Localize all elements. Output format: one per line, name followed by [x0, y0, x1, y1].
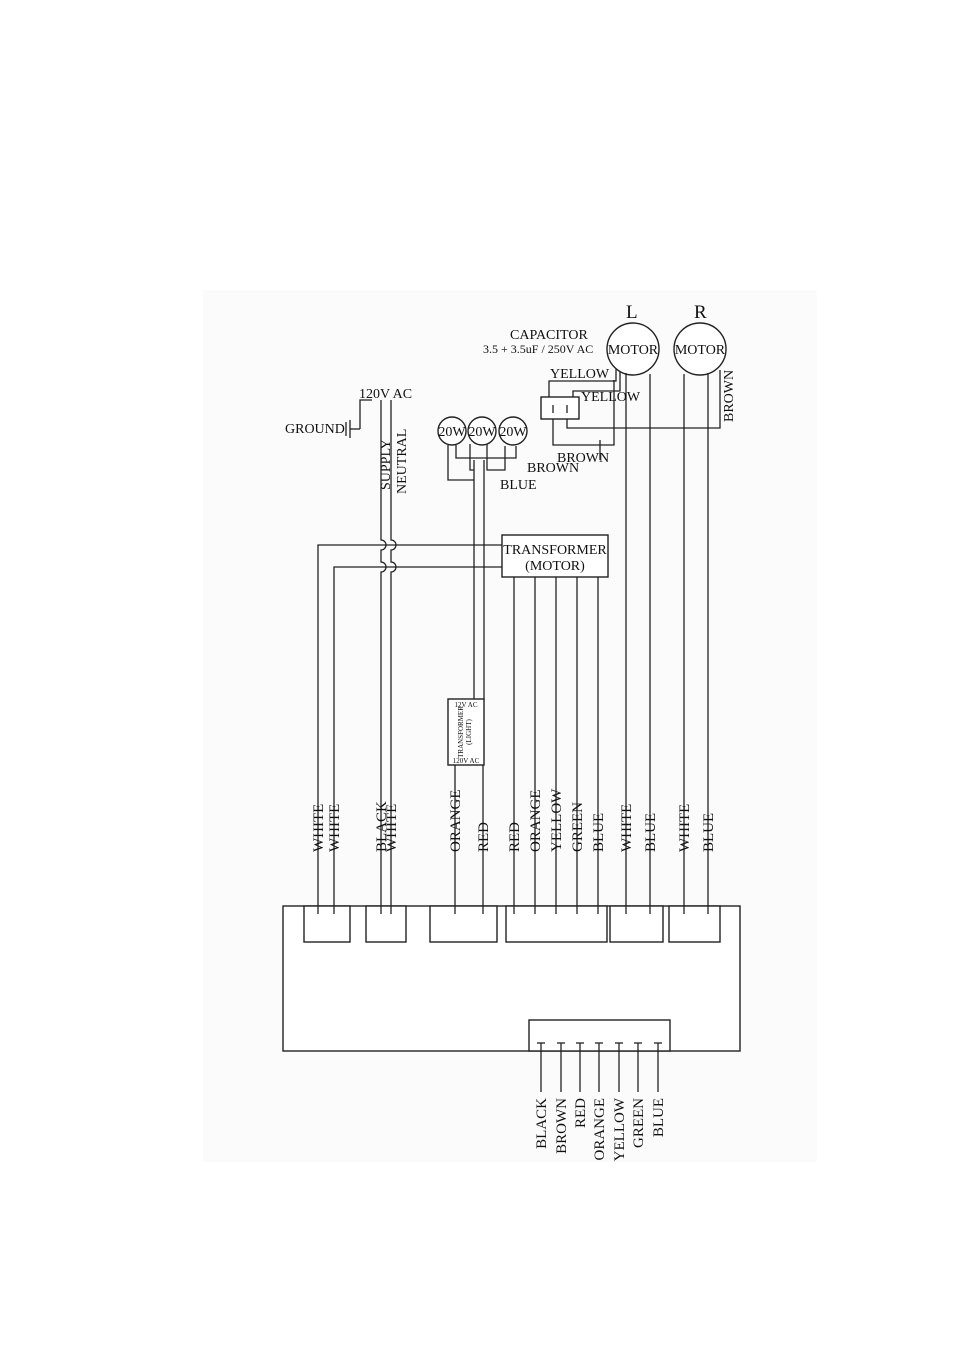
label-blue-lamp: BLUE [500, 478, 537, 493]
label-brown-2: BROWN [722, 370, 737, 422]
top-wire-label: GREEN [570, 802, 586, 852]
top-wire-label: RED [476, 822, 492, 852]
top-wire-label: BLUE [701, 813, 717, 852]
motor-wiring [548, 369, 721, 906]
lamp-3: 20W [498, 416, 528, 446]
lamp-2: 20W [467, 416, 497, 446]
lamp-wiring [447, 444, 517, 700]
capacitor-spec: 3.5 + 3.5uF / 250V AC [483, 342, 593, 356]
connector-3 [429, 905, 498, 943]
transformer-light-leads [454, 765, 484, 906]
capacitor-box [540, 396, 580, 420]
top-wire-label: WHITE [384, 804, 400, 852]
transformer-light-box [447, 698, 485, 766]
bottom-wire-label: BROWN [554, 1098, 570, 1154]
top-wire-label: WHITE [619, 804, 635, 852]
connector-1 [303, 905, 351, 943]
supply-wiring [380, 400, 397, 906]
label-yellow-1: YELLOW [550, 367, 610, 382]
motor-right: MOTOR [673, 322, 727, 376]
top-wire-label: BLUE [643, 813, 659, 852]
transformer-light-sub: (LIGHT) [465, 719, 473, 745]
transformer-light-top: 12V AC [454, 701, 477, 709]
label-brown-1: BROWN [557, 451, 609, 466]
capacitor-title: CAPACITOR [510, 328, 588, 343]
lamp-2-label: 20W [468, 425, 496, 440]
motor-r-label: R [694, 302, 707, 323]
supply-voltage-label: 120V AC [359, 387, 412, 402]
connector-6 [668, 905, 721, 943]
ground-label: GROUND [285, 422, 345, 437]
top-wire-label: WHITE [311, 804, 327, 852]
top-wire-label: WHITE [677, 804, 693, 852]
top-wire-label: ORANGE [528, 790, 544, 853]
neutral-label: NEUTRAL [395, 429, 410, 494]
transformer-motor-box [501, 534, 609, 578]
ground-symbol [345, 399, 372, 438]
label-yellow-2: YELLOW [581, 390, 641, 405]
bottom-wire-label: YELLOW [612, 1097, 628, 1161]
lamp-3-label: 20W [499, 425, 527, 440]
connector-2 [365, 905, 407, 943]
transformer-feed [317, 544, 599, 906]
bottom-wire-label: GREEN [631, 1098, 647, 1148]
top-wire-label: RED [507, 822, 523, 852]
supply-label: SUPPLY [379, 439, 394, 490]
motor-right-label: MOTOR [675, 343, 726, 358]
top-wire-label: BLACK [374, 801, 390, 852]
top-wire-label: BLUE [591, 813, 607, 852]
lamp-1-label: 20W [438, 425, 466, 440]
transformer-motor-sublabel: (MOTOR) [525, 559, 585, 574]
motor-left: MOTOR [606, 322, 660, 376]
top-wire-label: YELLOW [549, 788, 565, 852]
transformer-light-bottom: 120V AC [453, 757, 480, 765]
motor-l-label: L [626, 302, 638, 323]
lamp-1: 20W [437, 416, 467, 446]
connector-5 [609, 905, 664, 943]
bottom-wire-label: ORANGE [592, 1098, 608, 1161]
label-brown-lamp: BROWN [527, 461, 579, 476]
motor-left-label: MOTOR [608, 343, 659, 358]
bottom-wire-label: RED [573, 1098, 589, 1128]
transformer-light-name: TRANSFORMER [457, 706, 465, 758]
top-wire-label: ORANGE [448, 790, 464, 853]
transformer-motor-label: TRANSFORMER [503, 543, 607, 558]
bottom-wire-label: BLACK [534, 1098, 550, 1149]
top-wire-label: WHITE [327, 804, 343, 852]
bottom-wire-label: BLUE [651, 1098, 667, 1137]
